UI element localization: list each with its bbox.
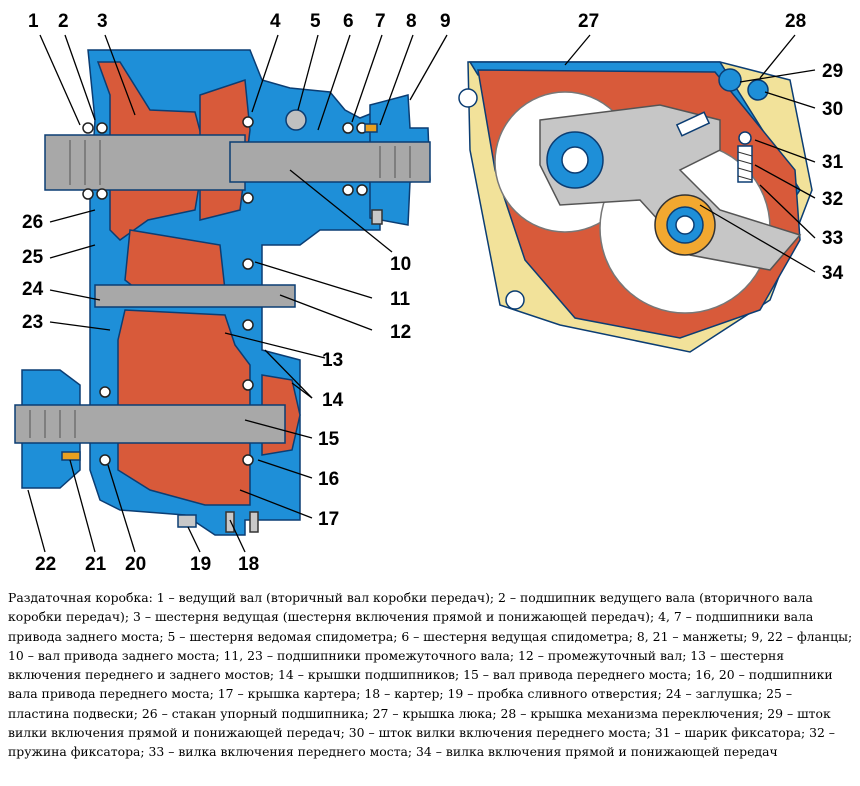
callout-23: 23 <box>22 312 43 333</box>
callout-12: 12 <box>390 322 411 343</box>
callout-27: 27 <box>578 11 599 32</box>
callout-numbers: 1 2 3 4 5 6 7 8 9 10 11 12 13 14 15 16 1… <box>22 11 844 575</box>
input-shaft <box>44 134 246 191</box>
callout-10: 10 <box>390 254 411 275</box>
callout-19: 19 <box>190 554 211 575</box>
callout-11: 11 <box>390 289 411 310</box>
lower-hub-center <box>675 215 695 235</box>
figure-caption: Раздаточная коробка: 1 – ведущий вал (вт… <box>8 590 853 760</box>
callout-9: 9 <box>440 11 451 32</box>
shaft-splines <box>29 140 411 438</box>
drain-plug <box>177 514 197 528</box>
callout-28: 28 <box>785 11 806 32</box>
callout-2: 2 <box>58 11 69 32</box>
rear-output-shaft <box>229 141 431 183</box>
detent-ball <box>738 131 752 145</box>
callout-6: 6 <box>343 11 354 32</box>
upper-hub-center <box>561 146 589 174</box>
callout-26: 26 <box>22 212 43 233</box>
shift-mechanism-view <box>458 61 813 353</box>
callout-24: 24 <box>22 279 44 300</box>
front-output-shaft <box>14 404 286 444</box>
callout-14: 14 <box>322 390 344 411</box>
callout-30: 30 <box>822 99 843 120</box>
callout-8: 8 <box>406 11 417 32</box>
callout-33: 33 <box>822 228 843 249</box>
callout-32: 32 <box>822 189 843 210</box>
callout-21: 21 <box>85 554 107 575</box>
front-seal <box>61 451 81 461</box>
callout-15: 15 <box>318 429 340 450</box>
callout-13: 13 <box>322 350 343 371</box>
upper-detent-spring <box>675 111 711 137</box>
intermediate-shaft <box>94 284 296 308</box>
mount-boss-2 <box>505 290 525 310</box>
callout-25: 25 <box>22 247 44 268</box>
callout-4: 4 <box>270 11 281 32</box>
rear-seal <box>364 123 378 133</box>
callout-1: 1 <box>28 11 39 32</box>
callout-3: 3 <box>97 11 108 32</box>
mount-boss-1 <box>458 88 478 108</box>
bearings <box>82 116 368 466</box>
callout-5: 5 <box>310 11 321 32</box>
sectional-view <box>14 49 431 536</box>
spring-coils <box>737 151 753 181</box>
callout-17: 17 <box>318 509 339 530</box>
shift-fork <box>539 104 802 271</box>
callout-22: 22 <box>35 554 56 575</box>
callout-16: 16 <box>318 469 339 490</box>
transfer-case-diagram: 1 2 3 4 5 6 7 8 9 10 11 12 13 14 15 16 1… <box>14 11 844 575</box>
callout-18: 18 <box>238 554 259 575</box>
callout-31: 31 <box>822 152 844 173</box>
leader-lines <box>27 34 816 553</box>
shift-rod-29 <box>718 68 742 92</box>
callout-7: 7 <box>375 11 386 32</box>
callout-20: 20 <box>125 554 146 575</box>
speedometer-driven-gear <box>285 109 307 131</box>
shift-rod-30 <box>747 79 769 101</box>
callout-34: 34 <box>822 263 844 284</box>
callout-29: 29 <box>822 61 843 82</box>
bolts <box>225 209 383 533</box>
